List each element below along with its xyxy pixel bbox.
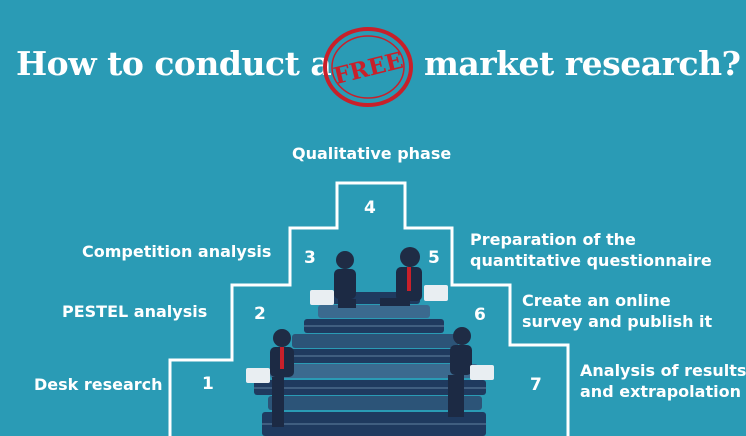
free-stamp: FREE [323, 27, 413, 107]
step-7-number: 7 [530, 375, 542, 395]
step-3-number: 3 [304, 248, 316, 268]
step-4-number: 4 [364, 198, 376, 218]
businesswoman-right-illustration [448, 327, 494, 417]
title-before: How to conduct a [16, 44, 332, 83]
step-1-label: Desk research [34, 375, 163, 394]
step-5-label-line-1: Preparation of the [470, 230, 636, 249]
step-4-label: Qualitative phase [292, 144, 452, 163]
title-after: market research? [424, 44, 741, 83]
step-6-label-line-1: Create an online [522, 291, 671, 310]
step-2-number: 2 [254, 304, 266, 324]
staircase-outline [168, 181, 570, 436]
step-6-label: Create an online survey and publish it [522, 290, 712, 332]
step-7-label: Analysis of results and extrapolation [580, 360, 746, 402]
businessman-bottom-left-illustration [246, 329, 294, 427]
businessman-top-illustration [380, 247, 448, 306]
businesswoman-top-left-illustration [310, 251, 356, 308]
step-2-label: PESTEL analysis [62, 302, 208, 321]
step-5-label: Preparation of the quantitative question… [470, 229, 712, 271]
step-7-label-line-1: Analysis of results [580, 361, 746, 380]
step-1-number: 1 [202, 374, 214, 394]
books-stack-illustration [254, 292, 486, 436]
page-title: How to conduct a market research? [0, 44, 746, 94]
step-5-number: 5 [428, 248, 440, 268]
step-6-number: 6 [474, 305, 486, 325]
step-7-label-line-2: and extrapolation [580, 382, 741, 401]
step-5-label-line-2: quantitative questionnaire [470, 251, 712, 270]
step-6-label-line-2: survey and publish it [522, 312, 713, 331]
step-3-label: Competition analysis [82, 242, 272, 261]
